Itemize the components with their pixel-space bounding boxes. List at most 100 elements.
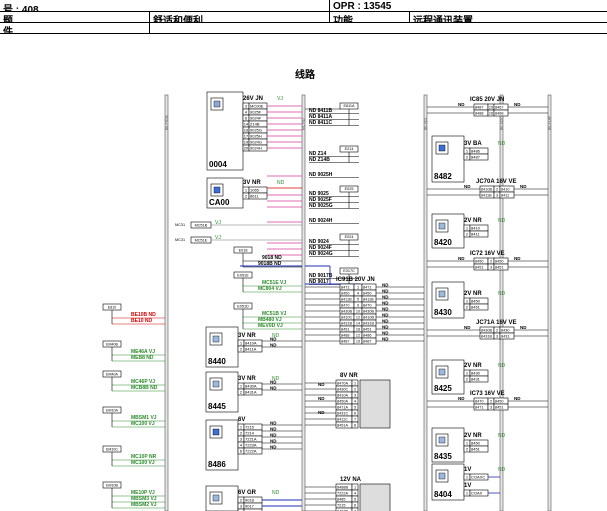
junction-pin: 9 <box>357 304 359 308</box>
splice-wire-label: ND 9025H <box>309 172 333 178</box>
stack-cell <box>351 507 359 511</box>
component-id: 8440 <box>208 357 226 366</box>
pin-wire: 7214 <box>245 431 255 436</box>
pin-number: 1 <box>466 475 469 480</box>
rj-wire: 8468 <box>495 112 503 116</box>
pin-wire: 8410A <box>245 341 257 346</box>
stack-wire: 8411C <box>337 418 348 422</box>
pin-number: 1 <box>466 226 469 231</box>
mc-block-label: E051D <box>237 304 249 308</box>
junction-wire: 8487 <box>341 340 349 344</box>
pin-wire: 9018 <box>245 498 255 503</box>
right-junction-label: IC73 16V VE <box>470 391 505 397</box>
pin-wire: 8486 <box>471 149 481 154</box>
pin-wire: 8431 <box>471 377 481 382</box>
wire-nd-label: ND <box>270 445 277 450</box>
connector-suffix: ND <box>498 467 506 473</box>
header-function-value: 远程通讯装置 <box>413 16 473 22</box>
wire-nd-label: ND <box>382 295 389 300</box>
rj-pin: 2 <box>496 188 498 192</box>
pin-wire: 8450 <box>471 299 481 304</box>
stack-wire: 8485 <box>337 498 345 502</box>
cA00-device-icon <box>213 186 221 194</box>
pin-wire: 8430A <box>245 384 257 389</box>
junction-pin: 4 <box>357 292 359 296</box>
left-block-label: EM40A <box>106 372 118 376</box>
splice-wire-label: ND 9024H <box>309 218 333 224</box>
mc-wire-label: VJ <box>215 235 221 241</box>
pin-number: 1 <box>466 371 469 376</box>
pin-number: 6 <box>240 449 243 454</box>
component-id: 8482 <box>434 172 452 181</box>
left-block-wire-label: MCB8B ND <box>131 385 158 391</box>
connector-label: 2V NR <box>464 218 482 224</box>
pin-wire: Z14B <box>250 122 260 127</box>
rj-wire: 8431 <box>501 335 509 339</box>
rj-pin: 3 <box>490 266 492 270</box>
component-id: 8425 <box>434 384 452 393</box>
pin-wire: 7215 <box>245 425 255 430</box>
c8445-device-icon <box>212 380 220 388</box>
splice-wire-label: ND Z14B <box>309 157 330 163</box>
wire-nd-label: ND <box>270 380 277 385</box>
splice-label: E214 <box>345 147 354 151</box>
pin-number: 1 <box>245 188 248 193</box>
wire-nd-label: ND <box>382 289 389 294</box>
stack-pin: 7 <box>354 418 356 422</box>
c8430-device-icon <box>438 290 446 298</box>
component-id: CA00 <box>209 198 230 207</box>
junction-pin: 15 <box>356 340 360 344</box>
pin-number: 2 <box>240 390 243 395</box>
pin-wire: 9025H <box>250 134 262 139</box>
stack-cell <box>351 421 359 429</box>
header-row-2: 题 舒适和便利 功能 远程通讯装置 <box>0 11 607 23</box>
pin-number: 6 <box>245 116 248 121</box>
wire-nd-label: ND <box>270 421 277 426</box>
mc-wire-label: VJ <box>215 220 221 226</box>
left-block-wire-label: ME10P VJ <box>131 490 155 496</box>
stack-pin: 4 <box>354 492 356 496</box>
left-block-label: EM10C <box>106 447 118 451</box>
wire-nd-label: ND <box>382 301 389 306</box>
junction-pin: 12 <box>356 316 360 320</box>
pin-wire: 9024F <box>250 116 262 121</box>
junction-wire: 8431B <box>363 322 374 326</box>
wire-nd-label: ND <box>270 343 277 348</box>
junction-wire: 8488 <box>341 334 349 338</box>
connector-label: 26V JN <box>243 96 263 102</box>
c8482-device-icon <box>438 144 446 152</box>
pin-number: 4 <box>240 510 243 511</box>
stack-wire: 8451A <box>337 424 348 428</box>
wire-nd-label: ND <box>382 283 389 288</box>
pin-number: 3 <box>240 504 243 509</box>
splice-wire-label: ND Z14 <box>309 151 326 157</box>
pin-wire: COAX <box>471 491 483 496</box>
splice-wire-label: ND 9025 <box>309 191 329 197</box>
junction-wire: 8470 <box>363 304 371 308</box>
junction-pin: 5 <box>357 298 359 302</box>
stack-cell <box>335 507 353 511</box>
rail-label: BE SD1 <box>424 117 428 130</box>
stack-pin: 6 <box>354 504 356 508</box>
pin-wire-cell <box>243 345 263 353</box>
mc-block-label: E018 <box>239 248 248 252</box>
stack-wire: 8410A <box>337 394 348 398</box>
connector-suffix: VJ <box>277 96 283 102</box>
component-id: 8420 <box>434 238 452 247</box>
rj-wire: 8488 <box>475 112 483 116</box>
junction-pin: 12 <box>356 334 360 338</box>
junction-wire: 8471 <box>341 286 349 290</box>
pin-wire-cell <box>243 508 263 511</box>
pin-number: 4 <box>240 443 243 448</box>
junction-wire: 8450 <box>363 292 371 296</box>
wire-nd-label: ND <box>382 313 389 318</box>
pin-number: 2 <box>240 347 243 352</box>
component-id: 8404 <box>434 490 452 499</box>
pin-number: 20 <box>244 146 249 151</box>
c8425-device-icon <box>438 368 446 376</box>
header-doc-number: 号 : 408 <box>0 0 330 11</box>
mc-block-wire-label: 9018 ND <box>262 255 282 261</box>
mc-block-wire-label: MEV0D VJ <box>258 323 283 329</box>
wire-nd-label: ND <box>270 337 277 342</box>
